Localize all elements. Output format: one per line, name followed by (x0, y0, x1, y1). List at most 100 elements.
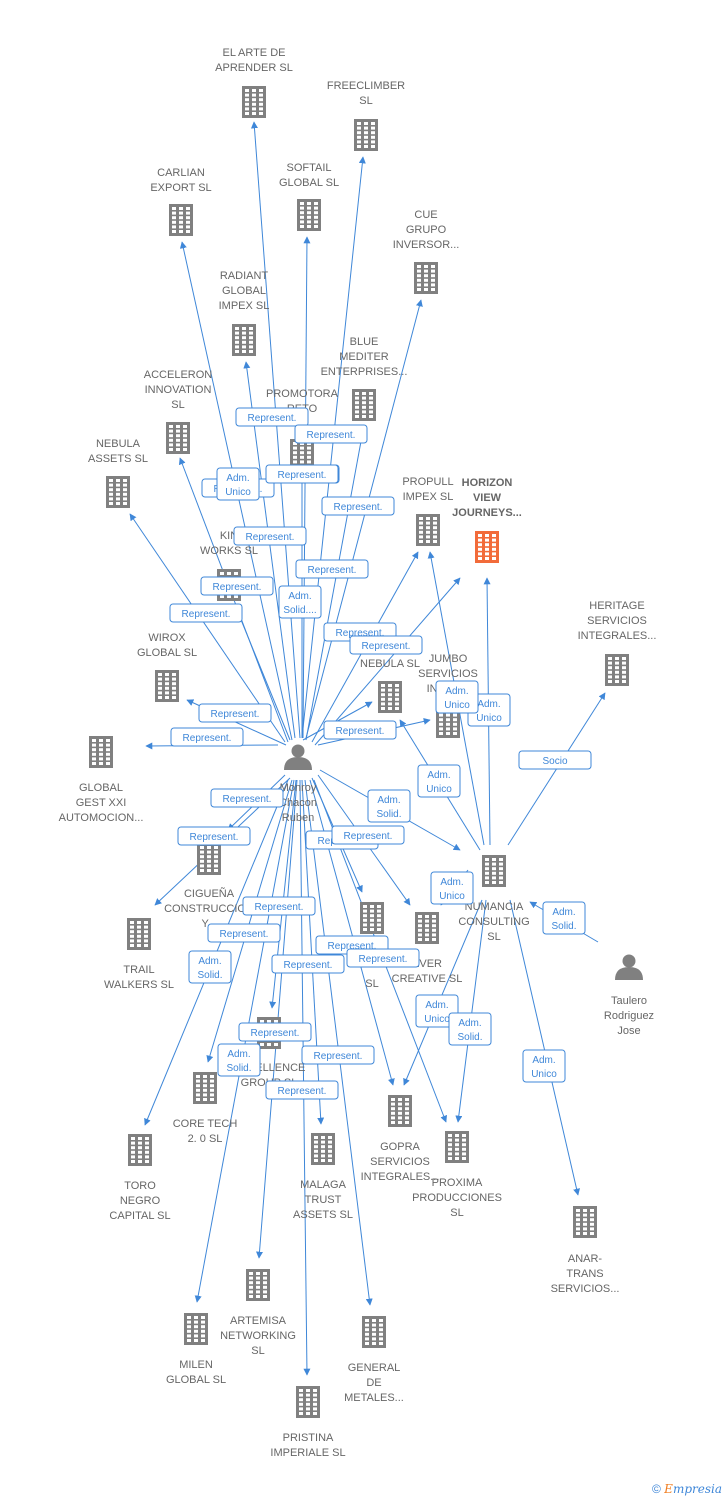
edge-label[interactable]: Represent. (198, 703, 272, 723)
edge-label[interactable]: Represent. (349, 635, 423, 655)
company-node-sl-mid[interactable]: SL (360, 902, 384, 990)
building-window (431, 274, 435, 278)
edge-label[interactable]: Represent. (321, 496, 395, 516)
edge-label-text: Represent. (308, 565, 357, 576)
company-node-general[interactable]: GENERALDEMETALES... (344, 1316, 404, 1404)
edge-label[interactable]: Represent. (271, 954, 345, 974)
company-node-horizon[interactable]: HORIZONVIEWJOURNEYS... (452, 477, 522, 563)
brand-logo[interactable]: Empresia (664, 1482, 722, 1496)
edge-label[interactable]: Adm.Solid. (217, 1043, 261, 1077)
edge-label[interactable]: Represent. (200, 576, 274, 596)
edge-label[interactable]: Adm.Unico (430, 871, 474, 905)
company-node-cue[interactable]: CUEGRUPOINVERSOR... (393, 209, 460, 294)
building-window (425, 928, 429, 932)
edge-label[interactable]: Represent. (177, 826, 251, 846)
building-window (300, 215, 304, 219)
edge-label[interactable]: Adm.Unico (415, 994, 459, 1028)
building-window (210, 1075, 214, 1078)
building-window (365, 1319, 369, 1322)
edge-label[interactable]: Adm.Unico (216, 467, 260, 501)
edge-label[interactable]: Represent. (323, 720, 397, 740)
building-window (439, 718, 443, 722)
edge-label[interactable]: Represent. (233, 526, 307, 546)
edge-label[interactable]: Adm.Unico (522, 1049, 566, 1083)
edge-label[interactable]: Represent. (346, 948, 420, 968)
company-node-heritage[interactable]: HERITAGESERVICIOSINTEGRALES... (578, 600, 657, 686)
node-label: Monroy (280, 782, 317, 794)
edge-label[interactable]: Represent. (294, 424, 368, 444)
building-window (235, 336, 239, 340)
edge-label-text: Unico (225, 487, 251, 498)
building-window (252, 89, 256, 92)
building-window (492, 552, 496, 556)
edge-label[interactable]: Represent. (242, 896, 316, 916)
edge-label-text: Represent. (213, 582, 262, 593)
edge-label[interactable]: Represent. (301, 1045, 375, 1065)
building-window (419, 540, 423, 543)
company-node-anar[interactable]: ANAR-TRANSSERVICIOS... (551, 1206, 620, 1295)
edge-label[interactable]: Adm.Solid. (367, 789, 411, 823)
company-node-gopra[interactable]: GOPRASERVICIOSINTEGRALES... (361, 1095, 440, 1183)
edge-label[interactable]: Represent. (295, 559, 369, 579)
edge-label[interactable]: Represent. (235, 407, 309, 427)
building-icon (414, 262, 438, 294)
building-window (446, 722, 450, 726)
edge-label-box (367, 789, 411, 823)
building-window (306, 1407, 310, 1411)
edge-label-text: Unico (531, 1069, 557, 1080)
edge-label[interactable]: Adm.Solid. (448, 1012, 492, 1046)
building-window (355, 415, 359, 418)
edge-label-box (278, 585, 322, 619)
edges-layer (129, 121, 606, 1376)
building-window (492, 881, 496, 884)
edge-label[interactable]: Represent. (210, 788, 284, 808)
company-node-blue[interactable]: BLUEMEDITERENTERPRISES... (321, 336, 408, 421)
building-window (307, 202, 311, 205)
building-window (425, 933, 429, 937)
edge-label[interactable]: Adm.Solid. (188, 950, 232, 984)
company-node-nebula[interactable]: NEBULA SL (360, 658, 420, 713)
building-window (116, 479, 120, 482)
edge-label[interactable]: Adm.Solid. (542, 901, 586, 935)
edge-label[interactable]: Socio (518, 750, 592, 770)
edge-label[interactable]: Represent. (331, 825, 405, 845)
edge-label[interactable]: Represent. (265, 464, 339, 484)
building-window (249, 336, 253, 340)
edge-label[interactable]: Represent. (169, 603, 243, 623)
company-node-ciguena[interactable]: CIGUEÑACONSTRUCCIONY... (164, 843, 254, 930)
edge-label[interactable]: Represent. (207, 923, 281, 943)
edge-label[interactable]: Adm.Unico (417, 764, 461, 798)
edge-label-text: Solid. (197, 970, 222, 981)
edge-label-box (321, 496, 395, 516)
node-label: GRUPO (406, 224, 447, 236)
edge-label[interactable]: Adm.Unico (435, 680, 479, 714)
edge-label[interactable]: Represent. (265, 1080, 339, 1100)
edge-label[interactable]: Adm.Solid.... (278, 585, 322, 619)
building-window (419, 521, 423, 525)
edge-label[interactable]: Represent. (170, 727, 244, 747)
building-window (398, 1111, 402, 1115)
edge-label[interactable]: Represent. (238, 1022, 312, 1042)
